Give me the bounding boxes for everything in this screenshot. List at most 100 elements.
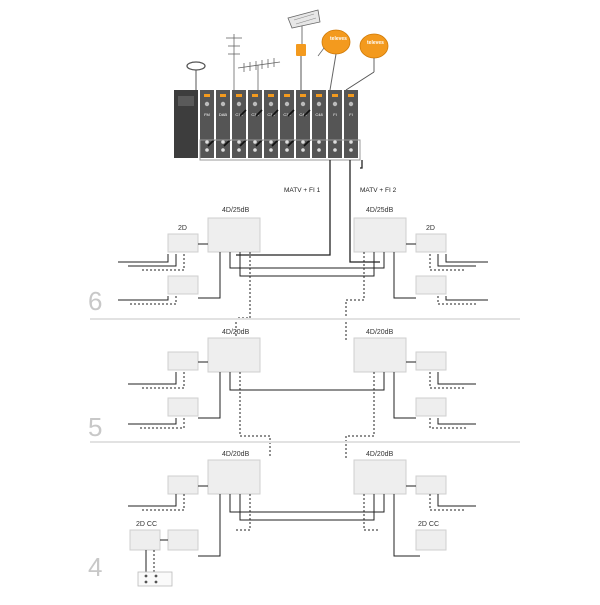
module-connector [205,140,209,144]
module-indicator [332,94,338,97]
output-rail [199,139,361,161]
floor-4: 4D/20dB 4D/20dB 2D CC 2D CC [88,451,476,587]
module-knob [316,101,322,107]
module-label: FM [204,112,210,117]
tap-box [415,275,447,295]
floor-5: 4D/20dB 4D/20dB 5 [88,329,476,458]
module-indicator [236,94,242,97]
uhf-yagi-antenna [237,58,281,90]
module-indicator [284,94,290,97]
satellite-dish-1: televes [317,29,351,91]
antenna-preamp [296,44,306,56]
amp-label: 4D/25dB [222,207,250,214]
module-connector [349,140,353,144]
tap-box-cc [129,529,161,551]
module-connector [221,140,225,144]
dish-brand-label-1: televes [330,36,347,42]
tap-box [415,397,447,417]
headend-module [328,90,342,158]
tap-box [415,351,447,371]
tap-box [167,233,199,253]
headend-module [216,90,230,158]
headend-module [296,90,310,158]
floor-number: 4 [88,552,102,582]
amplifier-box [353,337,407,373]
tap-box-cc [415,529,447,551]
floor-6: 4D/25dB 4D/25dB 2D 2D 6 [88,207,488,340]
headend-module [344,90,358,158]
module-connector [285,148,289,152]
module-connector [253,148,257,152]
riser-cable-left [236,160,331,256]
antennas: televes televes [186,9,389,91]
tap-box [167,529,199,551]
fm-loop-antenna [186,61,206,90]
module-connector [317,140,321,144]
headend-module [312,90,326,158]
floor-5-return-cables [140,372,466,458]
module-label: DAB [219,112,228,117]
tap-label: 2D [178,225,187,232]
module-knob [332,101,338,107]
module-connector [301,140,305,144]
headend-module [280,90,294,158]
module-knob [204,101,210,107]
module-connector [237,140,241,144]
tap-box [415,233,447,253]
tap-label: 2D CC [418,521,439,528]
headend-module [264,90,278,158]
module-knob [300,101,306,107]
floor-6-cables [118,243,488,301]
module-knob [348,101,354,107]
module-label: FI [349,112,353,117]
module-knob [268,101,274,107]
headend-module [248,90,262,158]
amp-label: 4D/20dB [366,329,394,336]
floor-number: 6 [88,286,102,316]
module-label: C39 [283,112,291,117]
module-knob [252,101,258,107]
module-label: C40 [299,112,307,117]
module-connector [269,148,273,152]
floor-5-cables [128,361,476,425]
feed-label-left: MATV + FI 1 [284,187,321,194]
amplifier-box [353,459,407,495]
tap-label: 2D [426,225,435,232]
module-connector [285,140,289,144]
dat-terrestrial-antenna [287,9,321,90]
module-indicator [268,94,274,97]
module-indicator [316,94,322,97]
module-connector [349,148,353,152]
module-connector [221,148,225,152]
amp-label: 4D/20dB [222,329,250,336]
tap-label: 2D CC [136,521,157,528]
riser-rail-end [360,160,363,169]
amplifier-box [207,217,261,253]
amplifier-box [353,217,407,253]
module-label: FI [333,112,337,117]
amp-label: 4D/25dB [366,207,394,214]
module-connector [317,148,321,152]
module-connector [333,140,337,144]
module-label: C36 [267,112,275,117]
module-indicator [300,94,306,97]
dish-brand-label-2: televes [367,40,384,46]
module-indicator [348,94,354,97]
tap-box [167,475,199,495]
module-label: C48 [315,112,323,117]
amp-label: 4D/20dB [366,451,394,458]
amplifier-box [207,459,261,495]
floor-6-return-cables [130,252,476,340]
amp-label: 4D/20dB [222,451,250,458]
headend-bus [207,109,311,147]
floor-4-cables [128,485,476,586]
module-knob [220,101,226,107]
module-indicator [220,94,226,97]
amplifier-box [207,337,261,373]
power-supply-panel [178,96,194,106]
module-connector [333,148,337,152]
module-connector [205,148,209,152]
